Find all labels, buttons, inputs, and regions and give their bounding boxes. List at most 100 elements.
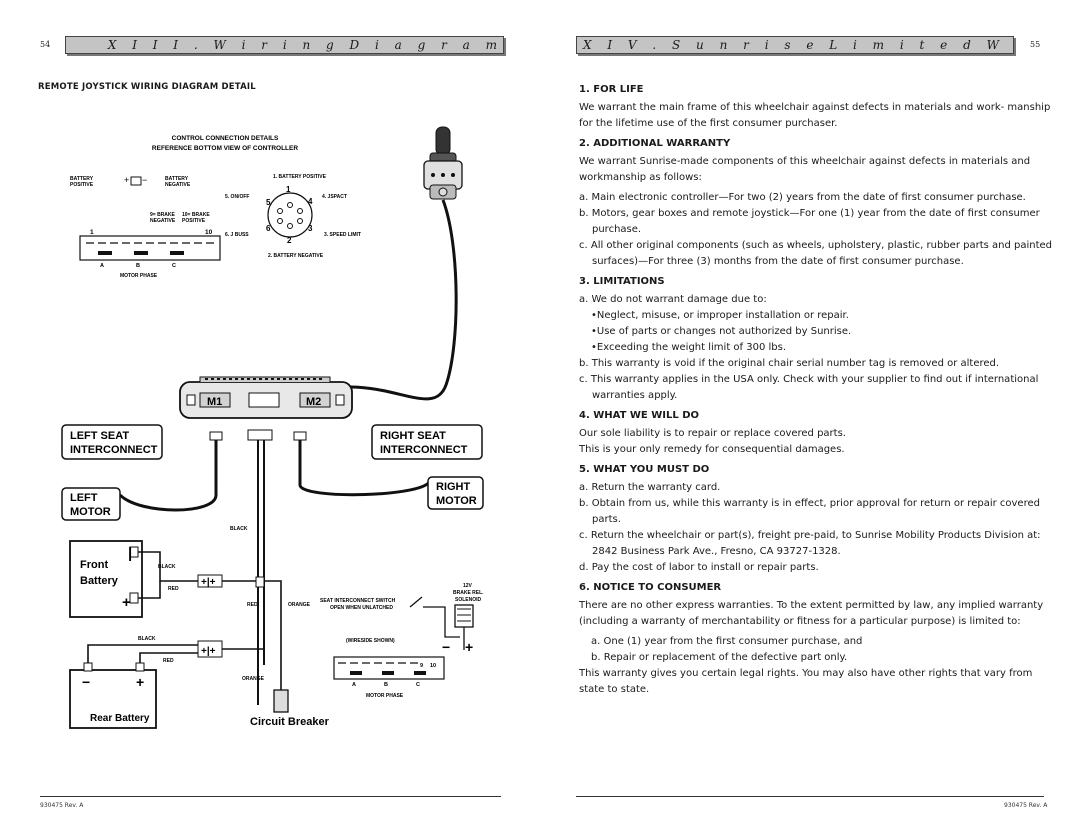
svg-text:NEGATIVE: NEGATIVE (150, 218, 176, 224)
svg-text:+|+: +|+ (201, 646, 216, 657)
paragraph: This warranty gives you certain legal ri… (579, 668, 1033, 695)
circuit-breaker (273, 689, 289, 713)
footer-text: 930475 Rev. A (40, 802, 84, 809)
right-motor-cable (298, 440, 432, 497)
svg-text:A: A (352, 682, 356, 688)
section-title: REMOTE JOYSTICK WIRING DIAGRAM DETAIL (38, 82, 256, 92)
section-heading: 5. WHAT YOU MUST DO (579, 464, 710, 475)
joystick-icon (423, 126, 463, 200)
footer-rule (40, 796, 501, 797)
m1-label: M1 (207, 396, 222, 408)
svg-text:|: | (128, 545, 132, 562)
pin2-battery-negative: 2. BATTERY NEGATIVE (268, 253, 324, 259)
svg-text:LEFT: LEFT (70, 492, 98, 504)
svg-text:RIGHT: RIGHT (436, 481, 471, 493)
pin5-onoff: 5. ON/OFF (225, 194, 249, 200)
list-item: b. Repair or replacement of the defectiv… (591, 652, 848, 663)
orange-label-2: ORANGE (242, 676, 265, 682)
paragraph: There are no other express warranties. T… (579, 600, 1044, 627)
solenoid (454, 604, 474, 628)
list-item: •Use of parts or changes not authorized … (591, 326, 852, 337)
svg-text:SOLENOID: SOLENOID (455, 597, 482, 603)
rear-battery-label: Rear Battery (90, 713, 150, 724)
svg-text:10: 10 (430, 663, 436, 669)
phase-a: A (100, 263, 104, 269)
m2-label: M2 (306, 396, 321, 408)
svg-text:9: 9 (420, 663, 423, 669)
svg-text:3: 3 (308, 224, 313, 233)
svg-text:INTERCONNECT: INTERCONNECT (70, 444, 158, 456)
pin-1: 1 (90, 229, 94, 236)
brake-negative-label: 9= BRAKE (150, 212, 176, 218)
wiring-diagram: CONTROL CONNECTION DETAILS REFERENCE BOT… (61, 126, 484, 729)
list-item: b. Obtain from us, while this warranty i… (579, 498, 1040, 525)
svg-text:MOTOR: MOTOR (436, 495, 477, 507)
page-header: X I V . S u n r i s e L i m i t e d W a … (576, 36, 1014, 54)
orange-label: ORANGE (288, 602, 311, 608)
black-label-2: BLACK (158, 564, 176, 570)
section-heading: 3. LIMITATIONS (579, 276, 665, 287)
12v-label: 12V (463, 583, 473, 589)
wireside-label: (WIRESIDE SHOWN) (346, 638, 395, 644)
list-item: a. Return the warranty card. (579, 482, 721, 493)
svg-text:−: − (82, 674, 90, 690)
list-item: b. This warranty is void if the original… (579, 358, 1000, 369)
left-page: 54 X I I I . W i r i n g D i a g r a m R… (38, 36, 504, 809)
svg-text:+: + (136, 674, 144, 690)
list-item: a. One (1) year from the first consumer … (591, 636, 863, 647)
joystick-cable (349, 199, 458, 401)
right-page: X I V . S u n r i s e L i m i t e d W a … (540, 0, 1080, 834)
svg-text:POSITIVE: POSITIVE (70, 182, 94, 188)
list-item: c. Return the wheelchair or part(s), fre… (579, 530, 1041, 557)
footer-rule (576, 796, 1044, 797)
list-item: d. Pay the cost of labor to install or r… (579, 562, 819, 573)
brake-rel-label: BRAKE REL. (453, 590, 484, 596)
svg-text:MOTOR: MOTOR (70, 506, 111, 518)
plus-sign: + (124, 175, 129, 185)
paragraph: Our sole liability is to repair or repla… (579, 428, 846, 439)
svg-text:POSITIVE: POSITIVE (182, 218, 206, 224)
phase-b: B (136, 263, 140, 269)
section-heading: 4. WHAT WE WILL DO (579, 410, 700, 421)
phase-c: C (172, 263, 176, 269)
motor-phase-label-2: MOTOR PHASE (366, 693, 404, 699)
footer-text: 930475 Rev. A (1004, 802, 1048, 809)
list-item: c. This warranty applies in the USA only… (579, 374, 1039, 401)
svg-text:1: 1 (286, 185, 291, 194)
rear-battery (69, 662, 157, 729)
page-number: 55 (1030, 40, 1041, 49)
red-label-3: RED (163, 658, 174, 664)
pin6-jbuss: 6. J BUSS (225, 232, 249, 238)
list-item: a. We do not warrant damage due to: (579, 294, 767, 305)
pin-10: 10 (205, 229, 213, 236)
svg-text:B: B (384, 682, 388, 688)
circuit-breaker-label: Circuit Breaker (250, 716, 330, 728)
svg-text:−: − (442, 639, 450, 655)
pin3-speed-limit: 3. SPEED LIMIT (324, 232, 361, 238)
svg-text:+: + (122, 594, 131, 611)
svg-text:RIGHT SEAT: RIGHT SEAT (380, 430, 446, 442)
brake-positive-label: 10= BRAKE (182, 212, 210, 218)
svg-text:OPEN WHEN UNLATCHED: OPEN WHEN UNLATCHED (330, 605, 393, 611)
power-connector (79, 235, 221, 261)
left-motor (61, 487, 121, 521)
section-heading: 2. ADDITIONAL WARRANTY (579, 138, 731, 149)
front-battery-label-1: Front (80, 559, 108, 571)
svg-text:NEGATIVE: NEGATIVE (165, 182, 191, 188)
svg-text:6: 6 (266, 224, 271, 233)
list-item: b. Motors, gear boxes and remote joystic… (579, 208, 1040, 235)
paragraph: This is your only remedy for consequenti… (579, 444, 845, 455)
right-seat-interconnect (371, 424, 483, 460)
front-battery (69, 540, 143, 618)
minus-sign: − (142, 175, 147, 185)
section-heading: 6. NOTICE TO CONSUMER (579, 582, 722, 593)
svg-text:C: C (416, 682, 420, 688)
paragraph: We warrant Sunrise-made components of th… (579, 156, 1031, 183)
red-label-2: RED (247, 602, 258, 608)
controller (179, 376, 353, 419)
right-motor (427, 476, 484, 510)
control-subtitle: REFERENCE BOTTOM VIEW OF CONTROLLER (152, 145, 298, 152)
control-title: CONTROL CONNECTION DETAILS (172, 135, 279, 142)
red-label: RED (168, 586, 179, 592)
svg-text:+: + (465, 639, 473, 655)
